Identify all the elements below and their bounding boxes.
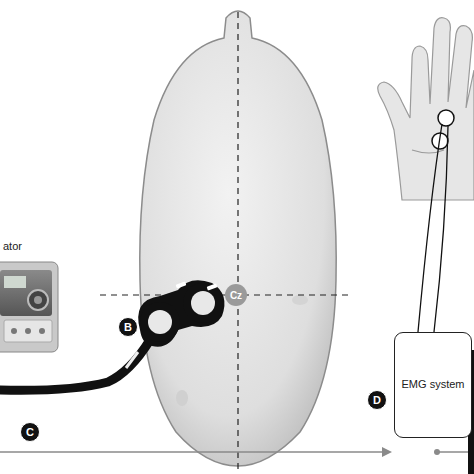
coil-cable bbox=[0, 340, 150, 390]
electrode bbox=[438, 110, 454, 126]
electrode-wire bbox=[418, 124, 442, 332]
callout-letter: D bbox=[367, 390, 387, 410]
midline bbox=[237, 12, 238, 472]
cable-joint bbox=[126, 352, 138, 368]
device-label: ator bbox=[3, 240, 22, 252]
skull-bump bbox=[176, 390, 188, 406]
device-box: EMG system bbox=[394, 332, 472, 438]
arrowhead bbox=[382, 447, 392, 457]
stimulator-device bbox=[0, 262, 58, 352]
callout-letter: C bbox=[20, 422, 40, 442]
trigger-line bbox=[0, 451, 386, 453]
callout-letter: B bbox=[118, 317, 138, 337]
box-label: EMG system bbox=[396, 374, 471, 396]
tms-coil bbox=[138, 280, 224, 346]
electrode-wire bbox=[434, 126, 448, 332]
hand bbox=[378, 18, 474, 200]
electrode-position: Cz bbox=[225, 284, 247, 306]
skull-bump bbox=[292, 295, 308, 305]
